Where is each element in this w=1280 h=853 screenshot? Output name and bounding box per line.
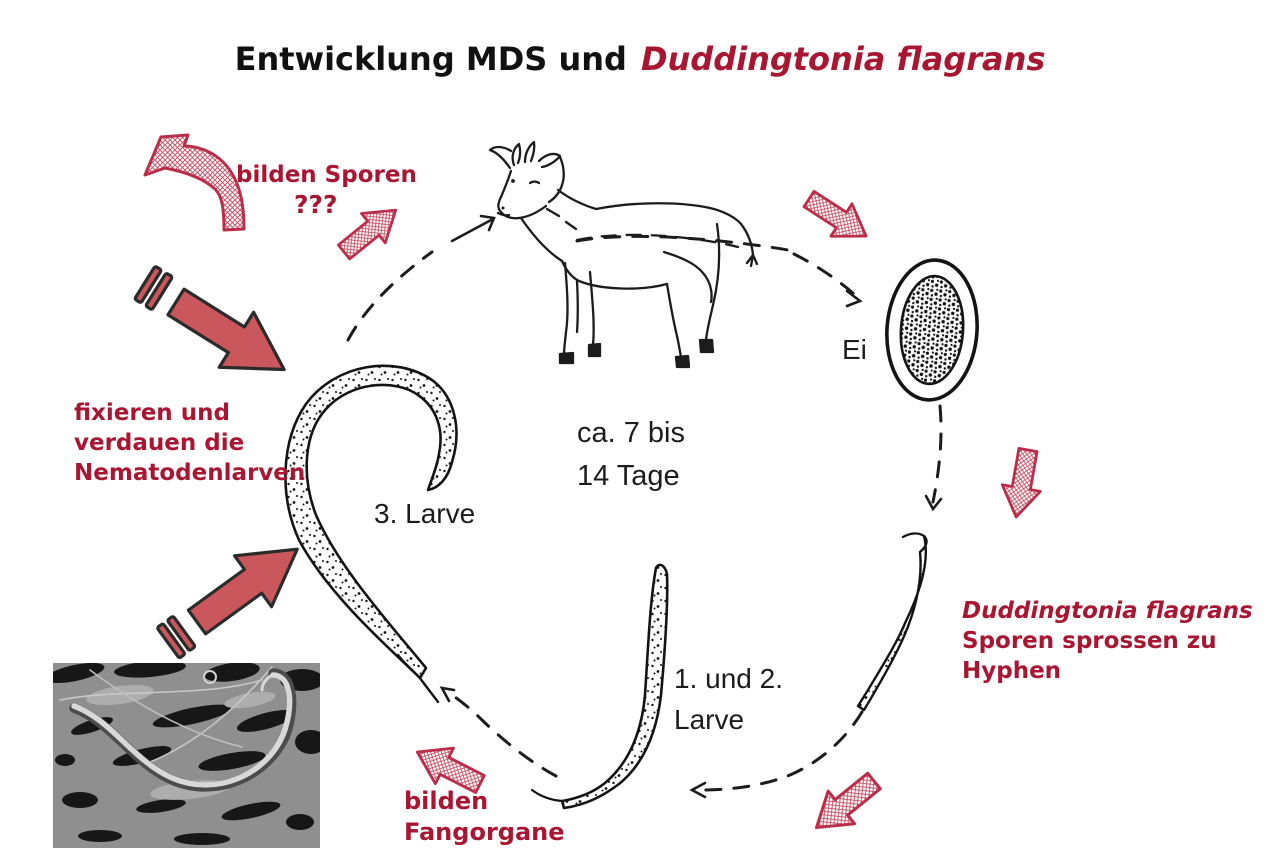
- annotation-sprout-line3: Hyphen: [962, 658, 1062, 684]
- label-larva3: 3. Larve: [374, 498, 476, 529]
- annotation-traps-line1: bilden: [404, 787, 489, 815]
- annotation-fixate-line1: fixieren und: [74, 400, 230, 426]
- goat-to-egg-arrow-icon: [797, 181, 878, 254]
- first-and-second-stage-larva-drawing: [530, 563, 669, 810]
- annotation-fixate: fixieren und verdauen die Nematodenlarve…: [74, 398, 305, 488]
- annotation-fixate-line2: verdauen die: [74, 430, 245, 456]
- title-black: Entwicklung MDS und: [234, 40, 627, 78]
- fungus-attack-arrow-upper: [133, 265, 303, 399]
- page-title: Entwicklung MDS und Duddingtonia flagrans: [0, 40, 1280, 78]
- cycle-arc: [346, 234, 943, 792]
- cycle-arrowheads: [439, 214, 943, 799]
- hatched-arrows: [143, 133, 1049, 846]
- annotation-spores-line1: bilden Sporen: [236, 162, 417, 188]
- pasture-arrow-icon: [801, 763, 889, 846]
- spores-bent-arrow-icon: [143, 133, 246, 232]
- annotation-sprout-line2: Sporen sprossen zu: [962, 628, 1217, 654]
- title-red: Duddingtonia flagrans: [640, 40, 1046, 78]
- annotation-traps: bilden Fangorgane: [404, 786, 565, 848]
- label-larva12: 1. und 2. Larve: [674, 658, 783, 740]
- larva-on-pasture-drawing: [856, 532, 928, 712]
- third-stage-larva-drawing: [284, 364, 458, 704]
- label-duration-line2: 14 Tage: [577, 460, 680, 492]
- label-larva12-line1: 1. und 2.: [674, 663, 783, 694]
- fungus-attack-arrow-lower: [156, 522, 318, 660]
- label-larva12-line2: Larve: [674, 704, 745, 735]
- label-duration: ca. 7 bis 14 Tage: [577, 412, 685, 498]
- annotation-spores: bilden Sporen ???: [236, 160, 417, 220]
- label-duration-line1: ca. 7 bis: [577, 417, 685, 449]
- nematode-egg-drawing: [885, 258, 979, 402]
- annotation-spores-question: ???: [294, 190, 338, 219]
- annotation-fixate-line3: Nematodenlarven: [74, 460, 306, 486]
- annotation-sprout-line1: Duddingtonia flagrans: [962, 598, 1253, 624]
- egg-to-larva-arrow-icon: [995, 445, 1049, 522]
- label-egg: Ei: [842, 334, 867, 365]
- annotation-sprout: Duddingtonia flagrans Sporen sprossen zu…: [962, 596, 1253, 686]
- sem-photo: [53, 663, 320, 848]
- annotation-traps-line2: Fangorgane: [404, 818, 565, 846]
- goat-drawing: [488, 140, 759, 369]
